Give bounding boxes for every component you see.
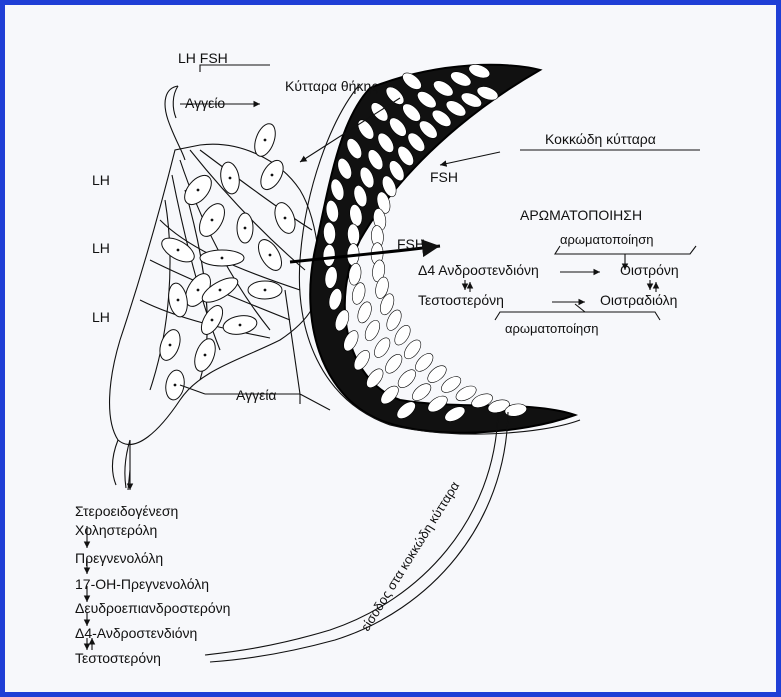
theca-cell-nucleus xyxy=(269,254,272,257)
estradiol-label: Οιστραδιόλη xyxy=(600,292,677,308)
theca-cell-nucleus xyxy=(177,249,180,252)
step-androstenedione: Δ4-Ανδροστενδιόνη xyxy=(75,625,197,641)
granulosa-pointer xyxy=(440,152,500,165)
granulosa-cell xyxy=(371,335,393,360)
granulosa-cell xyxy=(409,380,434,403)
theca-cells xyxy=(156,121,299,401)
steroidogenesis-title: Στεροειδογένεση xyxy=(75,503,178,519)
lh-fsh-label: LH FSH xyxy=(178,50,228,66)
theca-cell-nucleus xyxy=(197,189,200,192)
theca-cell-nucleus xyxy=(244,227,247,230)
theca-cell-nucleus xyxy=(219,289,222,292)
aromatization-title: ΑΡΩΜΑΤΟΠΟΙΗΣΗ xyxy=(520,207,642,223)
lh-label-2: LH xyxy=(92,240,110,256)
theca-cell-nucleus xyxy=(284,217,287,220)
theca-cell-nucleus xyxy=(204,354,207,357)
step-cholesterol: Χοληστερόλη xyxy=(75,522,157,538)
brace-top xyxy=(555,246,696,254)
theca-cell-nucleus xyxy=(264,289,267,292)
entry-curve xyxy=(205,412,498,655)
step-17oh-pregnenolone: 17-ΟΗ-Πρεγνενολόλη xyxy=(75,576,209,592)
granulosa-cell xyxy=(382,351,405,376)
testosterone-label: Τεστοστερόνη xyxy=(418,292,504,308)
granulosa-cell xyxy=(395,367,419,391)
theca-fiber xyxy=(150,200,170,390)
theca-cell-nucleus xyxy=(271,174,274,177)
theca-cell-nucleus xyxy=(211,219,214,222)
entry-label: είσοδος στα κοκκώδη κύτταρα xyxy=(358,478,463,633)
lh-label-1: LH xyxy=(92,172,110,188)
step-testosterone: Τεστοστερόνη xyxy=(75,650,161,666)
theca-cell-nucleus xyxy=(211,319,214,322)
theca-cell-nucleus xyxy=(174,384,177,387)
granulosa-cells-label: Κοκκώδη κύτταρα xyxy=(545,131,656,147)
theca-cell-nucleus xyxy=(239,324,242,327)
aggeia-label: Αγγεία xyxy=(236,387,277,403)
fsh-arrow-label: FSH xyxy=(397,236,425,252)
step-dhea: Δευδροεπιανδροστερόνη xyxy=(75,600,230,616)
estrone-label: Οιστρόνη xyxy=(620,262,679,278)
brace-bottom xyxy=(495,312,660,320)
aggeio-label: Αγγείο xyxy=(185,95,225,111)
step-pregnenolone: Πρεγνενολόλη xyxy=(75,550,163,566)
theca-cell-nucleus xyxy=(197,289,200,292)
aromatase-top-label: αρωματοποίηση xyxy=(560,232,653,247)
theca-cell-nucleus xyxy=(177,299,180,302)
theca-cell-nucleus xyxy=(169,344,172,347)
theca-cell-nucleus xyxy=(221,257,224,260)
aromatase-bottom-label: αρωματοποίηση xyxy=(505,321,598,336)
lh-label-3: LH xyxy=(92,309,110,325)
androstenedione-label: Δ4 Ανδροστενδιόνη xyxy=(418,262,539,278)
theca-cell-nucleus xyxy=(229,177,232,180)
bottom-vessel xyxy=(112,440,130,488)
theca-cell-nucleus xyxy=(264,139,267,142)
fsh-granulosa-label: FSH xyxy=(430,169,458,185)
theca-cells-label: Κύτταρα θήκης xyxy=(285,78,378,94)
